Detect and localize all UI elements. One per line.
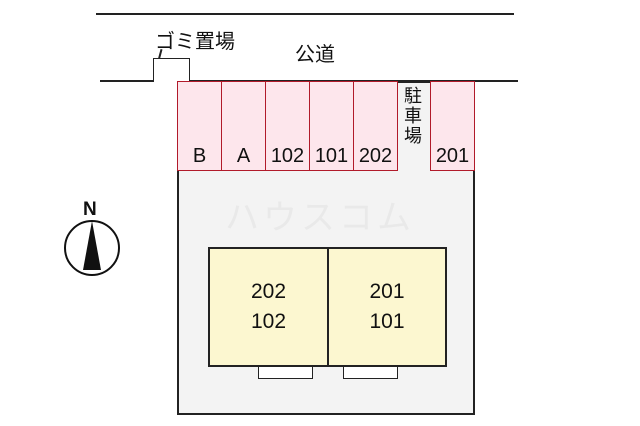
- parking-label-char-1: 駐: [404, 86, 422, 106]
- garbage-area: [153, 58, 190, 82]
- unit-lower-101: 101: [369, 310, 405, 333]
- parking-label: 駐 車 場: [403, 86, 423, 146]
- parking-space-a: A: [221, 81, 266, 171]
- building-unit-west: 202 102: [208, 247, 329, 367]
- compass-label: N: [83, 199, 97, 220]
- parking-space-101: 101: [309, 81, 354, 171]
- parking-space-201: 201: [430, 81, 475, 171]
- road-label: 公道: [295, 44, 335, 66]
- unit-lower-102: 102: [250, 310, 287, 333]
- building-unit-east: 201 101: [327, 247, 447, 367]
- parking-label-char-2: 車: [404, 106, 422, 126]
- entrance-step-west: [258, 366, 313, 379]
- unit-upper-201: 201: [369, 280, 405, 303]
- entrance-step-east: [343, 366, 398, 379]
- road-top-edge: [96, 13, 514, 15]
- north-compass-icon: [64, 220, 120, 276]
- unit-upper-202: 202: [250, 280, 287, 303]
- watermark: ハウスコム: [225, 199, 415, 237]
- parking-space-102: 102: [265, 81, 310, 171]
- parking-label-char-3: 場: [404, 126, 422, 146]
- parking-space-b: B: [177, 81, 222, 171]
- garbage-label: ゴミ置場: [155, 31, 235, 53]
- parking-space-202: 202: [353, 81, 398, 171]
